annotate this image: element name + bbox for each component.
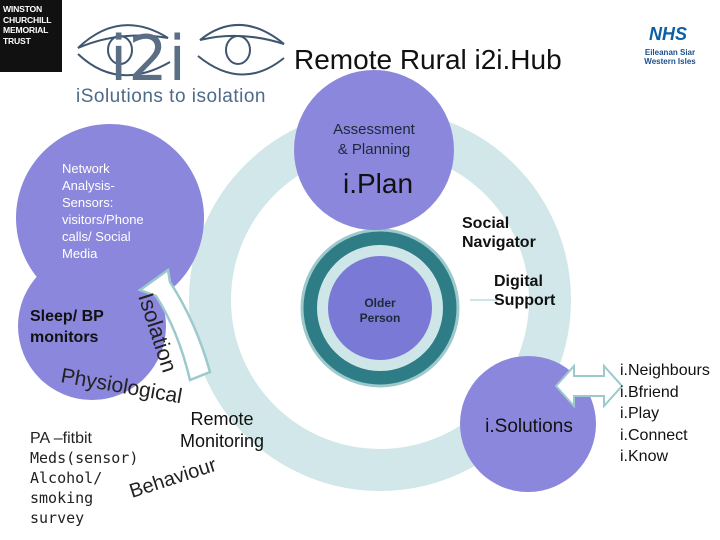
nhs-subtitle: Eileanan Siar Western Isles [636, 48, 704, 66]
logo-line-4: TRUST [3, 35, 31, 46]
hub-outer-line [300, 228, 460, 388]
hub-teal-ring [303, 231, 457, 385]
older-person-label: Older Person [359, 296, 401, 325]
digital-support-label: Digital Support [494, 273, 556, 309]
pa-fitbit-label: PA –fitbit [30, 430, 92, 447]
network-label: Network Analysis- Sensors: visitors/Phon… [62, 161, 144, 261]
logo-line-2: CHURCHILL [3, 14, 52, 25]
meds-label: Meds(sensor) Alcohol/ smoking survey [30, 449, 139, 527]
services-list: i.Neighbours i.Bfriend i.Play i.Connect … [620, 362, 710, 465]
nhs-subtitle-line-2: Western Isles [644, 57, 696, 66]
nhs-subtitle-line-1: Eileanan Siar [644, 48, 696, 57]
social-navigator-label: Social Navigator [462, 215, 536, 251]
logo-line-1: WINSTON [3, 4, 43, 14]
winston-churchill-logo: WINSTON CHURCHILL MEMORIAL TRUST [0, 0, 62, 72]
i2i-eye-logo [77, 23, 285, 77]
isolutions-label: i.Solutions [485, 416, 573, 437]
nhs-logo: NHS [647, 24, 689, 44]
page-title: Remote Rural i2i.Hub [294, 44, 562, 75]
assessment-label: Assessment & Planning [333, 121, 415, 158]
sleep-label: Sleep/ BP monitors [30, 308, 104, 346]
logo-line-3: MEMORIAL [3, 25, 49, 35]
brand-name: i2i [110, 22, 187, 95]
iplan-label: i.Plan [342, 168, 414, 199]
sleep-circle [18, 252, 166, 400]
iplan-circle [294, 70, 454, 230]
older-person-circle [328, 256, 432, 360]
remote-monitoring-label: Remote Monitoring [179, 409, 265, 451]
double-arrow [554, 363, 624, 409]
isolation-curved-arrow [137, 267, 212, 382]
tagline: iSolutions to isolation [76, 86, 266, 107]
